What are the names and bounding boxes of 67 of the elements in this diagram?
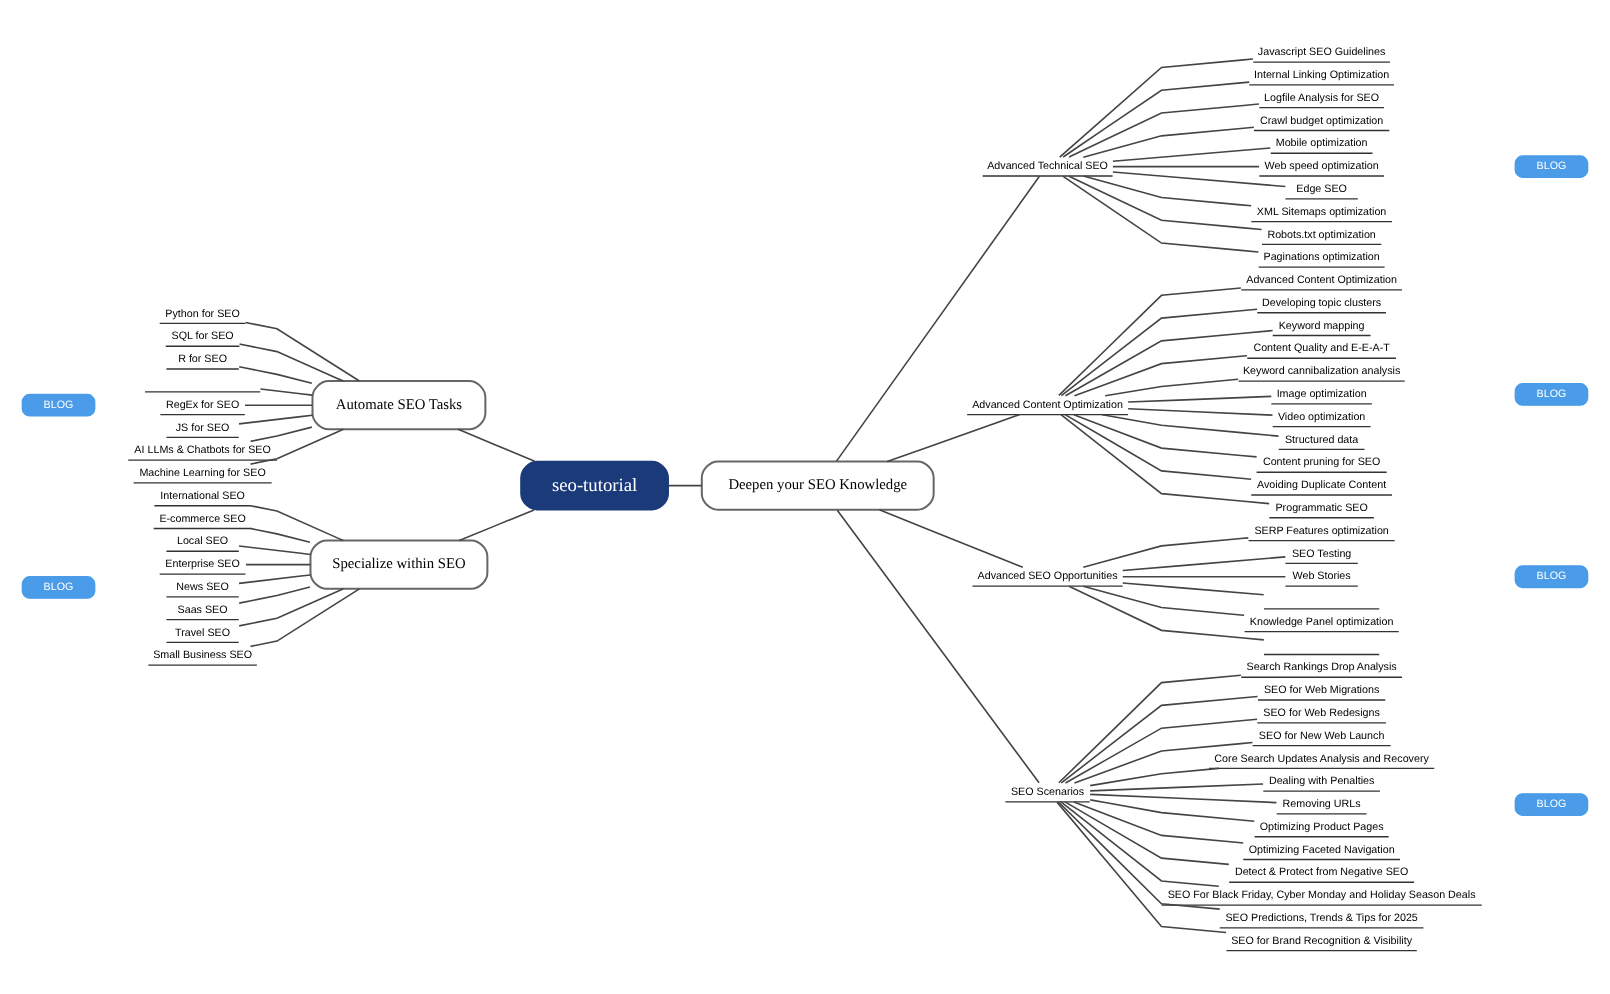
connector xyxy=(1060,308,1258,397)
node-box: Automate SEO Tasks xyxy=(311,380,487,431)
connector xyxy=(238,414,314,425)
connector xyxy=(1068,585,1265,641)
connector xyxy=(1112,147,1272,163)
connector xyxy=(249,428,345,465)
node-box: Specialize within SEO xyxy=(309,539,489,590)
connector xyxy=(259,388,313,396)
connector xyxy=(1064,718,1258,784)
connector xyxy=(1062,81,1251,158)
connector xyxy=(1062,175,1260,253)
connector xyxy=(886,413,1021,463)
connector xyxy=(1058,58,1254,158)
connector xyxy=(1089,793,1278,804)
connector xyxy=(1112,165,1260,168)
connector xyxy=(1058,674,1242,784)
connector xyxy=(1068,103,1260,158)
connector xyxy=(1057,801,1221,910)
connector xyxy=(878,508,1024,569)
connector xyxy=(667,484,703,487)
connector xyxy=(1089,767,1220,787)
connector xyxy=(457,428,536,463)
connector xyxy=(1064,801,1230,866)
connector xyxy=(238,545,312,556)
connector xyxy=(238,574,312,585)
connector xyxy=(458,509,535,542)
connector xyxy=(1073,741,1254,784)
connector xyxy=(1064,413,1252,480)
connector xyxy=(1058,287,1242,397)
connector xyxy=(1060,801,1220,888)
connector xyxy=(1121,582,1265,596)
connector xyxy=(1060,413,1270,505)
node-box: seo-tutorial xyxy=(520,460,669,511)
connector xyxy=(238,365,313,385)
connector xyxy=(238,586,311,604)
connector xyxy=(249,527,311,544)
connector xyxy=(1056,801,1227,934)
connector xyxy=(1073,801,1244,844)
connector xyxy=(1104,378,1239,397)
connector xyxy=(1112,171,1287,188)
connector xyxy=(1121,575,1287,578)
connector xyxy=(1082,537,1250,569)
connector xyxy=(1073,354,1248,397)
connector xyxy=(1073,413,1258,458)
connector xyxy=(1060,695,1259,784)
connector xyxy=(238,588,345,627)
connector xyxy=(244,321,361,382)
connector xyxy=(1082,175,1252,207)
connector xyxy=(249,426,313,443)
connector xyxy=(835,175,1041,462)
connector xyxy=(1068,175,1263,231)
connector xyxy=(836,509,1040,784)
node-box: Deepen your SEO Knowledge xyxy=(700,460,935,511)
connector xyxy=(249,504,345,542)
connector xyxy=(1127,407,1274,416)
connector xyxy=(1127,395,1273,403)
connector xyxy=(249,588,361,648)
connector xyxy=(244,404,314,406)
connector xyxy=(245,563,312,566)
connector xyxy=(1101,413,1280,437)
connector xyxy=(1064,329,1274,397)
connector xyxy=(1121,556,1287,572)
connector xyxy=(1082,126,1255,159)
connector xyxy=(1089,799,1256,823)
connector xyxy=(1089,783,1264,792)
connector xyxy=(1082,585,1245,617)
connector xyxy=(238,343,345,382)
